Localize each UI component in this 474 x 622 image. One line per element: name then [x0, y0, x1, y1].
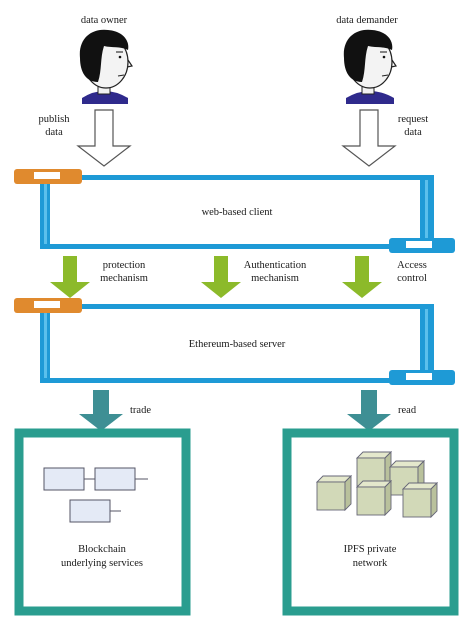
data-demander-label: data demander	[336, 15, 398, 26]
data-owner-icon	[79, 29, 133, 104]
publish-data-label-line2: data	[45, 127, 63, 138]
trade-arrow: trade	[79, 390, 151, 431]
blockchain-services-box: Blockchain underlying services	[14, 428, 191, 616]
blockchain-blocks-icon	[43, 467, 148, 523]
read-arrow: read	[347, 390, 417, 431]
trade-label: trade	[130, 405, 151, 416]
web-client-layer: web-based client	[14, 169, 455, 253]
read-label: read	[398, 405, 417, 416]
authentication-mechanism-label-line1: Authentication	[244, 260, 307, 271]
access-control-arrow: Access control	[342, 256, 427, 298]
publish-data-arrow: publish data	[39, 109, 132, 167]
protection-mechanism-label-line2: mechanism	[100, 273, 148, 284]
access-control-label-line2: control	[397, 273, 427, 284]
ipfs-network-box: IPFS private network	[282, 428, 459, 616]
ipfs-label-line2: network	[353, 558, 388, 569]
client-connector-left	[14, 169, 82, 184]
ethereum-server-layer: Ethereum-based server	[14, 298, 455, 385]
data-owner-actor: data owner	[79, 15, 133, 104]
client-connector-right	[389, 238, 455, 253]
blockchain-label-line2: underlying services	[61, 558, 143, 569]
ipfs-label-line1: IPFS private	[344, 544, 397, 555]
storage-cubes-icon	[315, 450, 439, 519]
authentication-mechanism-arrow: Authentication mechanism	[201, 256, 307, 298]
access-control-label-line1: Access	[397, 260, 427, 271]
server-connector-right	[389, 370, 455, 385]
data-demander-actor: data demander	[336, 15, 398, 104]
protection-mechanism-arrow: protection mechanism	[50, 256, 148, 298]
protection-mechanism-label-line1: protection	[103, 260, 146, 271]
blockchain-label-line1: Blockchain	[78, 544, 127, 555]
request-data-label-line1: request	[398, 114, 428, 125]
ethereum-server-label: Ethereum-based server	[189, 339, 286, 350]
data-owner-label: data owner	[81, 15, 128, 26]
request-data-label-line2: data	[404, 127, 422, 138]
authentication-mechanism-label-line2: mechanism	[251, 273, 299, 284]
data-demander-icon	[343, 29, 397, 104]
server-connector-left	[14, 298, 82, 313]
publish-data-label-line1: publish	[39, 114, 71, 125]
request-data-arrow: request data	[341, 109, 428, 167]
web-client-label: web-based client	[202, 207, 273, 218]
